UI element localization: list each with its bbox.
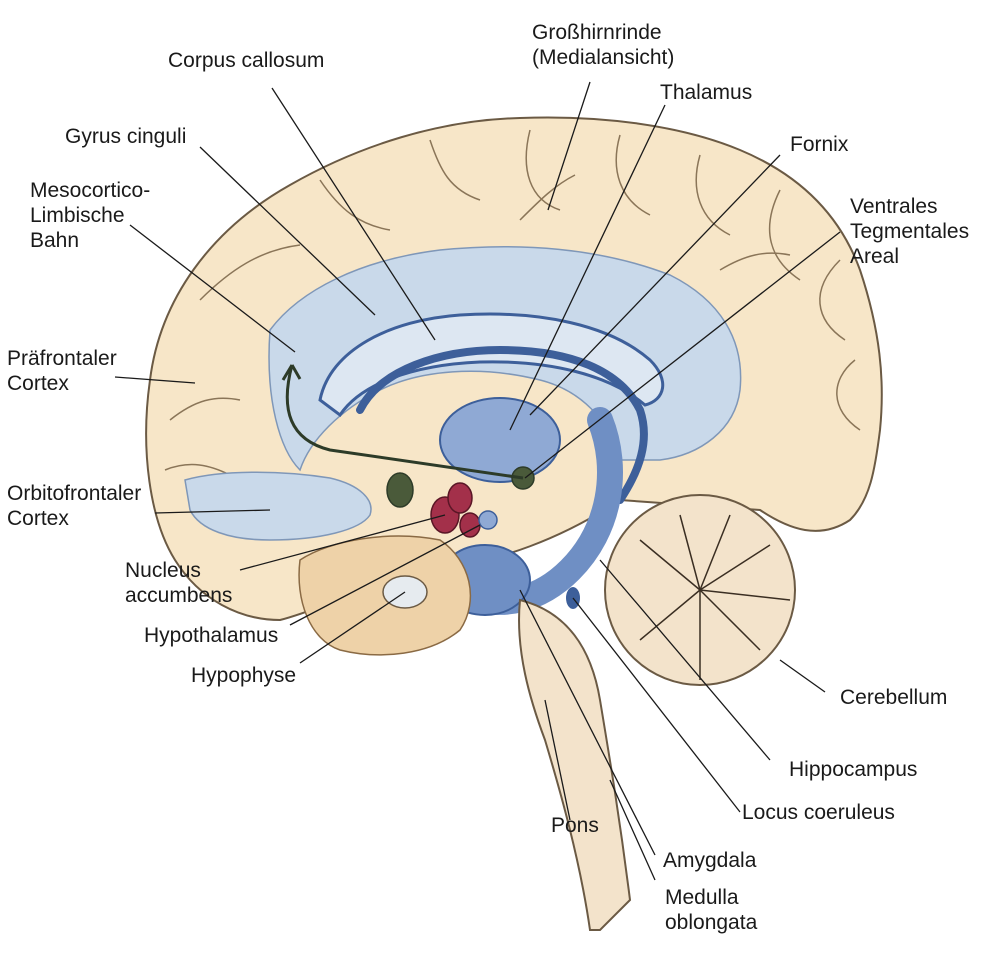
label-praefrontaler-cortex: Präfrontaler Cortex: [7, 346, 117, 396]
hypothalamus: [478, 510, 498, 530]
label-text: Tegmentales: [850, 220, 970, 243]
leader-lines: [114, 81, 841, 881]
label-corpus-callosum: Corpus callosum: [168, 48, 324, 73]
label-text: Amygdala: [663, 849, 757, 872]
prefrontal-nucleus: [386, 472, 414, 508]
label-text: Nucleus: [125, 559, 201, 582]
label-hypophyse: Hypophyse: [191, 663, 296, 688]
brainstem: [518, 598, 632, 931]
label-text: Hypophyse: [191, 664, 297, 687]
label-text: (Medialansicht): [532, 46, 675, 69]
gyri-contours: [164, 129, 861, 476]
label-text: Hypothalamus: [144, 624, 279, 647]
label-mesocortico-limbische-bahn: Mesocortico- Limbische Bahn: [30, 178, 150, 253]
label-text: Cortex: [7, 507, 69, 530]
label-fornix: Fornix: [790, 132, 848, 157]
label-pons: Pons: [551, 813, 599, 838]
mesocortico-limbic-pathway: [285, 364, 524, 480]
pathway-arrowhead: [281, 364, 302, 381]
label-grosshirnrinde: Großhirnrinde (Medialansicht): [532, 20, 674, 70]
label-text: Hippocampus: [789, 758, 918, 781]
label-text: Cortex: [7, 372, 69, 395]
label-nucleus-accumbens: Nucleus accumbens: [125, 558, 232, 608]
label-medulla-oblongata: Medulla oblongata: [665, 885, 757, 935]
label-text: Großhirnrinde: [532, 21, 662, 44]
label-text: Gyrus cinguli: [65, 125, 187, 148]
label-text: Corpus callosum: [168, 49, 325, 72]
label-hippocampus: Hippocampus: [789, 757, 917, 782]
label-text: accumbens: [125, 584, 233, 607]
label-text: Medulla: [665, 886, 739, 909]
label-text: Mesocortico-: [30, 179, 151, 202]
thalamus: [439, 397, 561, 483]
label-thalamus: Thalamus: [660, 80, 752, 105]
label-ventrales-tegmentales-areal: Ventrales Tegmentales Areal: [850, 194, 969, 269]
label-locus-coeruleus: Locus coeruleus: [742, 800, 895, 825]
label-text: Orbitofrontaler: [7, 482, 142, 505]
label-text: Fornix: [790, 133, 849, 156]
label-text: Cerebellum: [840, 686, 948, 709]
label-amygdala: Amygdala: [663, 848, 756, 873]
label-text: Locus coeruleus: [742, 801, 895, 824]
label-cerebellum: Cerebellum: [840, 685, 947, 710]
orbitofrontal-region: [184, 471, 372, 541]
label-orbitofrontaler-cortex: Orbitofrontaler Cortex: [7, 481, 141, 531]
label-gyrus-cinguli: Gyrus cinguli: [65, 124, 186, 149]
label-text: Bahn: [30, 229, 80, 252]
fornix: [356, 345, 648, 504]
label-hypothalamus: Hypothalamus: [144, 623, 278, 648]
arbor-vitae: [639, 514, 791, 680]
corpus-callosum: [318, 312, 665, 418]
label-text: Limbische: [30, 204, 125, 227]
label-text: Ventrales: [850, 195, 938, 218]
label-text: Areal: [850, 245, 900, 268]
label-text: oblongata: [665, 911, 758, 934]
label-text: Thalamus: [660, 81, 753, 104]
label-text: Pons: [551, 814, 599, 837]
label-text: Präfrontaler: [7, 347, 117, 370]
